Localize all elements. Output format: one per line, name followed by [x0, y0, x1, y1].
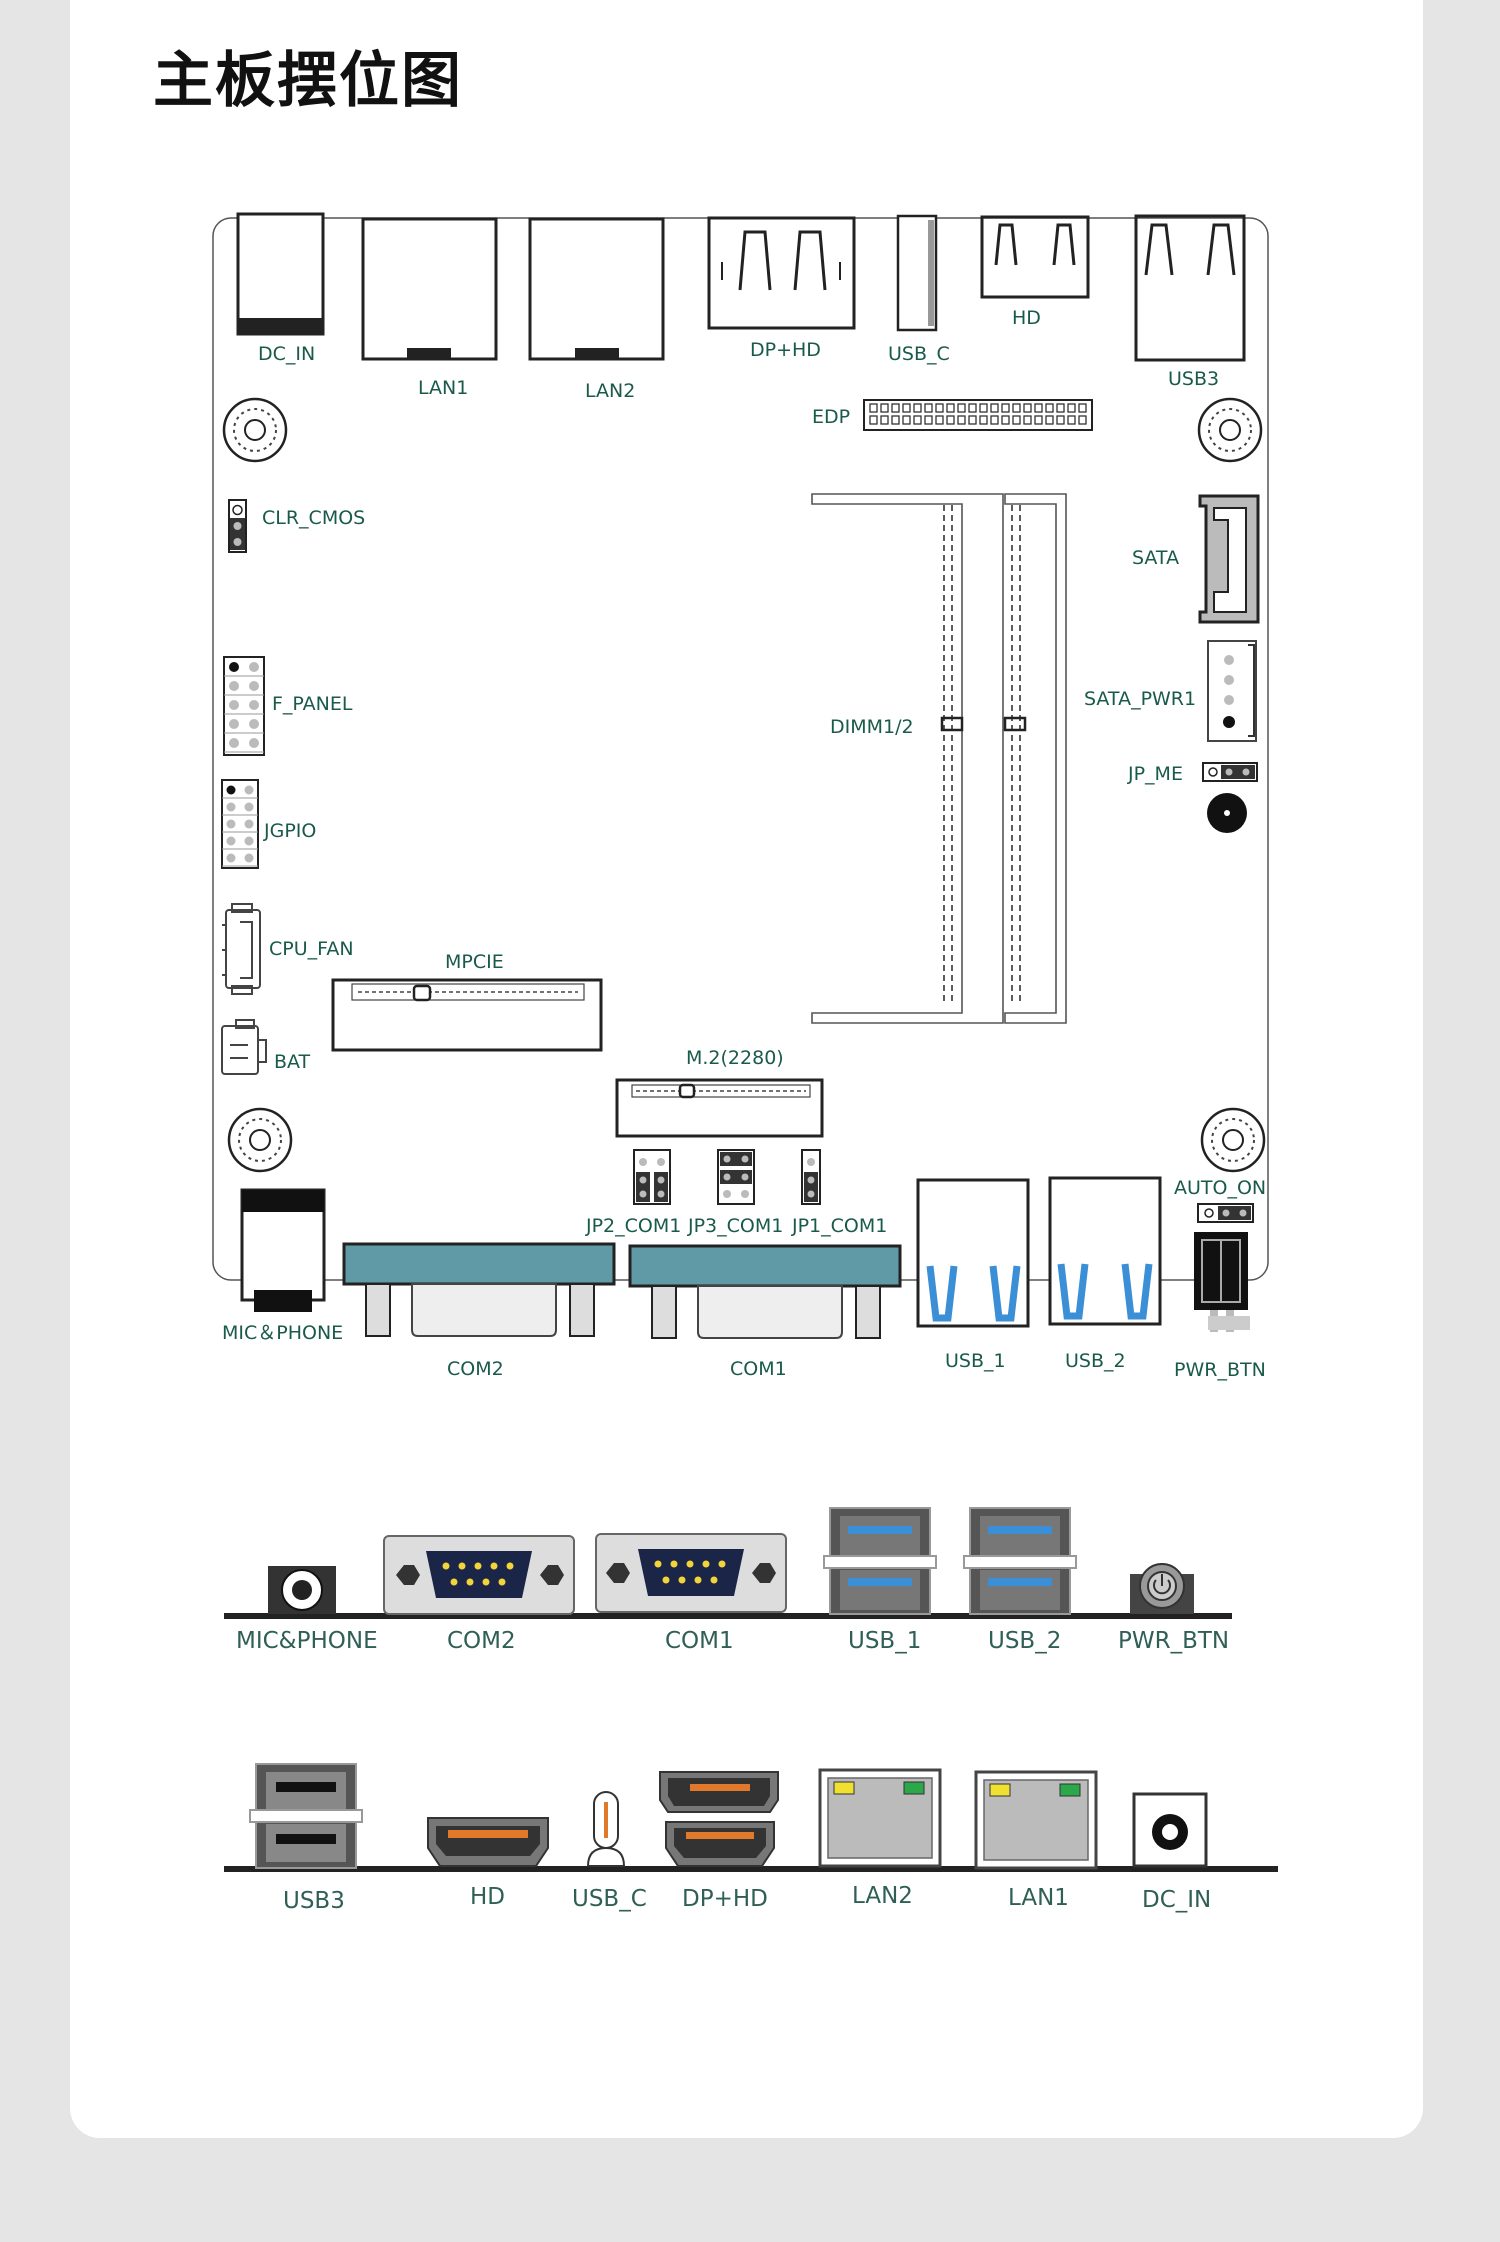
rear-label-dp-hd: DP+HD — [682, 1886, 768, 1912]
jp1-com1-jumper — [801, 1149, 821, 1205]
rear-label-lan2: LAN2 — [852, 1883, 913, 1909]
usb-2-connector-board — [1048, 1176, 1162, 1326]
front-label-com2: COM2 — [447, 1628, 516, 1654]
dimm-slots — [811, 493, 1067, 1024]
rear-label-usb3: USB3 — [283, 1888, 345, 1914]
label-dp-hd: DP+HD — [750, 339, 821, 361]
front-mic-phone-jack — [268, 1566, 336, 1614]
rear-dp-hd-port — [659, 1771, 779, 1867]
mounting-hole-top-left — [222, 397, 288, 463]
label-com2: COM2 — [447, 1358, 504, 1380]
label-usb-2: USB_2 — [1065, 1350, 1126, 1372]
front-com1-port — [595, 1533, 787, 1613]
usb-1-connector-board — [916, 1178, 1030, 1328]
label-jp1-com1: JP1_COM1 — [791, 1215, 887, 1237]
label-bat: BAT — [274, 1051, 311, 1073]
label-jp3-com1: JP3_COM1 — [687, 1215, 783, 1237]
front-pwr-btn — [1130, 1563, 1194, 1614]
label-f-panel: F_PANEL — [272, 693, 353, 715]
rear-usb-c-port — [586, 1791, 626, 1867]
cpu-fan-header — [222, 903, 261, 995]
m2-slot — [615, 1078, 824, 1138]
label-dc-in: DC_IN — [258, 343, 315, 365]
rear-label-lan1: LAN1 — [1008, 1885, 1069, 1911]
rear-label-usb-c: USB_C — [572, 1886, 647, 1912]
label-clr-cmos: CLR_CMOS — [262, 507, 365, 529]
label-hd: HD — [1012, 307, 1041, 329]
label-com1: COM1 — [730, 1358, 787, 1380]
mounting-hole-top-right — [1197, 397, 1263, 463]
mounting-hole-bottom-left — [227, 1107, 293, 1173]
rear-usb3-port — [249, 1763, 363, 1869]
label-jp2-com1: JP2_COM1 — [585, 1215, 681, 1237]
battery-connector — [221, 1019, 267, 1075]
lan2-connector — [528, 217, 665, 361]
label-usb3: USB3 — [1168, 368, 1219, 390]
mic-phone-jack-board — [240, 1188, 326, 1312]
rear-hd-port — [427, 1817, 549, 1867]
rear-dc-in-port — [1132, 1792, 1208, 1868]
front-com2-port — [383, 1535, 575, 1615]
lan1-connector — [361, 217, 498, 361]
label-m2: M.2(2280) — [686, 1047, 784, 1069]
jp-me-jumper — [1202, 762, 1258, 782]
jgpio-header — [221, 779, 259, 869]
mounting-hole-bottom-right — [1200, 1107, 1266, 1173]
label-cpu-fan: CPU_FAN — [269, 938, 354, 960]
front-label-usb-1: USB_1 — [848, 1628, 921, 1654]
dp-hd-connector — [707, 216, 856, 330]
label-mpcie: MPCIE — [445, 951, 504, 973]
edp-header — [863, 399, 1093, 431]
rear-lan1-port — [974, 1770, 1098, 1870]
front-usb-2-port — [963, 1507, 1077, 1615]
label-jgpio: JGPIO — [263, 820, 316, 842]
front-usb-1-port — [823, 1507, 937, 1615]
label-dimm: DIMM1/2 — [830, 716, 914, 738]
label-usb-1: USB_1 — [945, 1350, 1006, 1372]
label-jp-me: JP_ME — [1127, 763, 1183, 785]
clr-cmos-jumper — [228, 499, 247, 553]
front-label-usb-2: USB_2 — [988, 1628, 1061, 1654]
com1-connector-board — [628, 1244, 902, 1339]
auto-on-jumper — [1197, 1203, 1254, 1223]
label-lan2: LAN2 — [585, 380, 635, 402]
usb3-connector — [1134, 214, 1246, 362]
jp2-com1-jumper — [633, 1149, 671, 1205]
label-sata-pwr1: SATA_PWR1 — [1084, 688, 1196, 710]
mpcie-slot — [331, 978, 603, 1052]
hd-connector — [980, 215, 1090, 299]
f-panel-header — [223, 656, 265, 756]
label-sata: SATA — [1132, 547, 1179, 569]
com2-connector-board — [342, 1242, 616, 1337]
label-pwr-btn: PWR_BTN — [1174, 1359, 1266, 1381]
label-auto-on: AUTO_ON — [1174, 1177, 1266, 1199]
label-lan1: LAN1 — [418, 377, 468, 399]
rear-lan2-port — [818, 1768, 942, 1868]
rear-label-dc-in: DC_IN — [1142, 1887, 1211, 1913]
sata-connector — [1198, 494, 1260, 624]
dc-in-connector — [236, 212, 325, 336]
jp3-com1-jumper — [717, 1149, 755, 1205]
front-label-com1: COM1 — [665, 1628, 734, 1654]
pwr-btn-connector-board — [1194, 1232, 1250, 1332]
usb-c-connector — [896, 214, 938, 332]
label-mic-phone: MIC＆PHONE — [222, 1322, 343, 1344]
front-label-pwr-btn: PWR_BTN — [1118, 1628, 1229, 1654]
page-title: 主板摆位图 — [153, 46, 463, 116]
front-label-mic-phone: MIC&PHONE — [236, 1628, 378, 1654]
rear-label-hd: HD — [470, 1884, 505, 1910]
label-usb-c: USB_C — [888, 343, 950, 365]
sata-pwr1-connector — [1207, 640, 1257, 742]
label-edp: EDP — [812, 406, 850, 428]
